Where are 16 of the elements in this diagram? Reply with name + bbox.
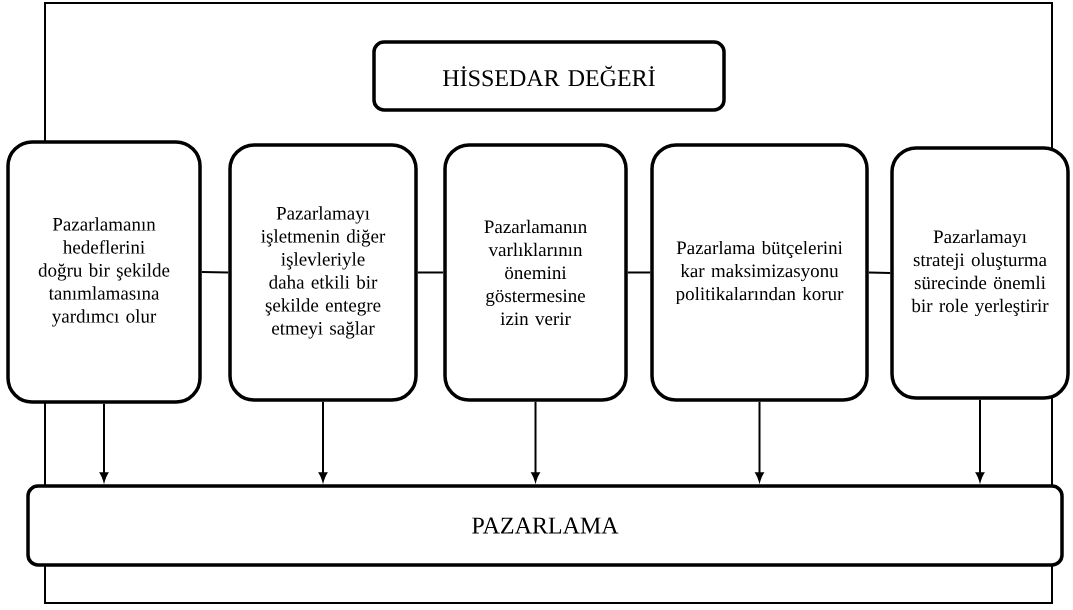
arrow — [99, 402, 109, 482]
connector-line — [626, 271, 652, 274]
title-box: HİSSEDAR DEĞERİ — [372, 40, 726, 112]
process-box: Pazarlamanın hedeflerini doğru bir şekilde tanımlamasına yardımcı olur — [6, 140, 202, 404]
arrow — [318, 400, 328, 482]
process-box: Pazarlamanın varlıklarının önemini göstermesine izin verir — [443, 143, 628, 402]
connector-line — [200, 271, 230, 274]
arrow — [531, 400, 540, 482]
connector-line — [416, 271, 445, 274]
arrow — [975, 398, 985, 482]
process-box: Pazarlamayı strateji oluşturma sürecinde önemli bir role yerleştirir — [890, 146, 1070, 400]
arrow — [755, 400, 764, 482]
target-box: PAZARLAMA — [26, 484, 1064, 567]
connector-line — [867, 271, 892, 274]
process-box: Pazarlama bütçelerini kar maksimizasyonu politikalarından korur — [650, 143, 869, 402]
process-box: Pazarlamayı işletmenin diğer işlevleriyle daha etkili bir şekilde entegre etmeyi sağlar — [228, 143, 418, 402]
